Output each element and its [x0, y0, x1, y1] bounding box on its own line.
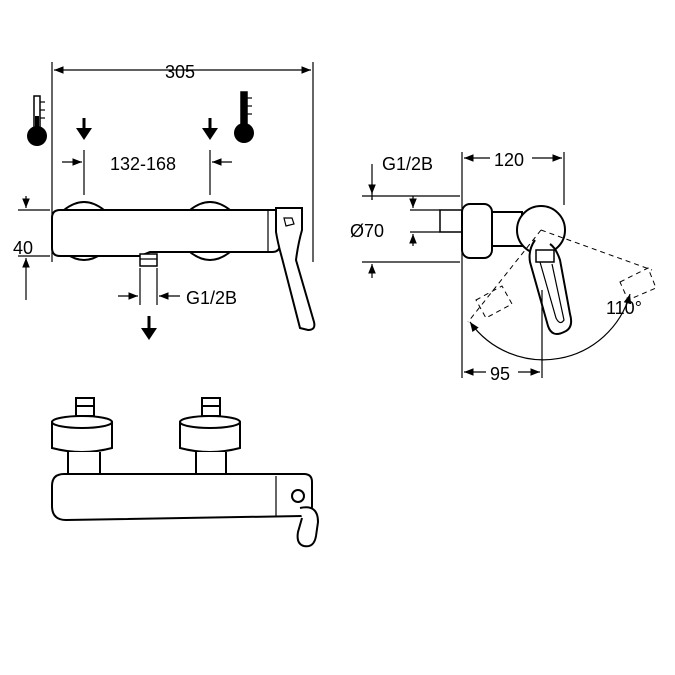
front-view: 305 132-168	[13, 62, 316, 340]
dim-overall-width: 305	[165, 62, 195, 82]
dim-lever-offset: 95	[490, 364, 510, 384]
thermometer-cold-icon	[27, 95, 47, 146]
dim-lever-angle: 110°	[606, 298, 642, 318]
arrow-down-icon	[76, 118, 92, 140]
dim-height-offset: 40	[13, 238, 33, 258]
dim-rosette-diameter: Ø70	[350, 221, 384, 241]
perspective-view	[51, 397, 320, 548]
arrow-down-icon	[141, 316, 157, 340]
arrow-down-icon	[202, 118, 218, 140]
dim-outlet-thread: G1/2B	[186, 288, 237, 308]
dim-side-thread: G1/2B	[382, 154, 433, 174]
dim-inlet-spacing: 132-168	[110, 154, 176, 174]
thermometer-hot-icon	[234, 91, 254, 143]
dim-depth: 120	[494, 150, 524, 170]
side-view: G1/2B 120 Ø70	[350, 148, 657, 384]
